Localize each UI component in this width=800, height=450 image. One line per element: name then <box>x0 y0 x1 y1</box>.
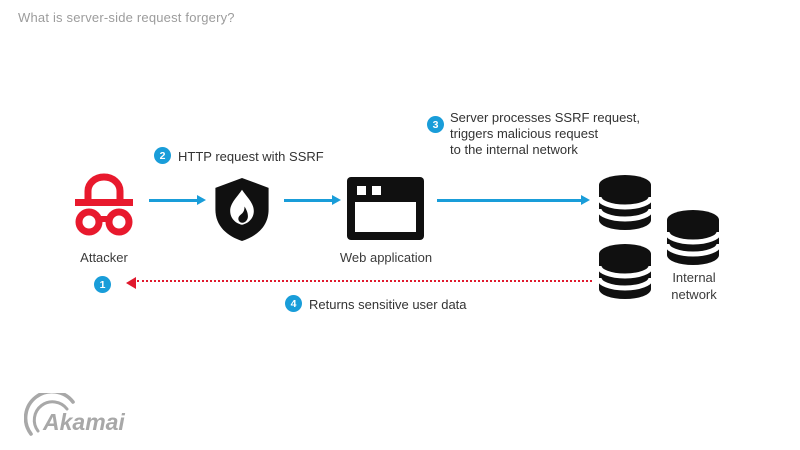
akamai-swoosh-inner <box>32 400 69 433</box>
akamai-swoosh-outer <box>24 393 75 436</box>
browser-window-icon <box>347 177 424 240</box>
step-1-badge: 1 <box>94 276 111 293</box>
database-icon <box>665 210 721 265</box>
step-4-label: Returns sensitive user data <box>309 297 467 312</box>
database-icon <box>597 175 653 230</box>
step-3-label: Server processes SSRF request, triggers … <box>450 110 640 158</box>
web-application-label: Web application <box>339 250 433 265</box>
akamai-logo: Akamai <box>24 393 125 436</box>
step-3-line-1: Server processes SSRF request, <box>450 110 641 125</box>
dotted-return-arrow <box>126 277 592 289</box>
attacker-label: Attacker <box>80 250 128 265</box>
step-2-badge: 2 <box>154 147 171 164</box>
arrow-firewall-to-webapp <box>284 199 333 202</box>
shield-flame-icon <box>215 177 269 242</box>
akamai-logo-text: Akamai <box>42 409 125 435</box>
incognito-attacker-icon <box>75 173 133 236</box>
step-2-label: HTTP request with SSRF <box>178 149 324 164</box>
step-4-badge: 4 <box>285 295 302 312</box>
internal-network-label: Internal network <box>654 269 734 303</box>
database-icon <box>597 244 653 299</box>
arrow-attacker-to-firewall <box>149 199 198 202</box>
step-3-line-3: to the internal network <box>450 142 578 157</box>
arrow-webapp-to-internal-network <box>437 199 582 202</box>
step-3-line-2: triggers malicious request <box>450 126 599 141</box>
internal-network-line-2: network <box>671 287 717 302</box>
page-title: What is server-side request forgery? <box>18 10 235 25</box>
step-3-badge: 3 <box>427 116 444 133</box>
internal-network-line-1: Internal <box>672 270 716 285</box>
